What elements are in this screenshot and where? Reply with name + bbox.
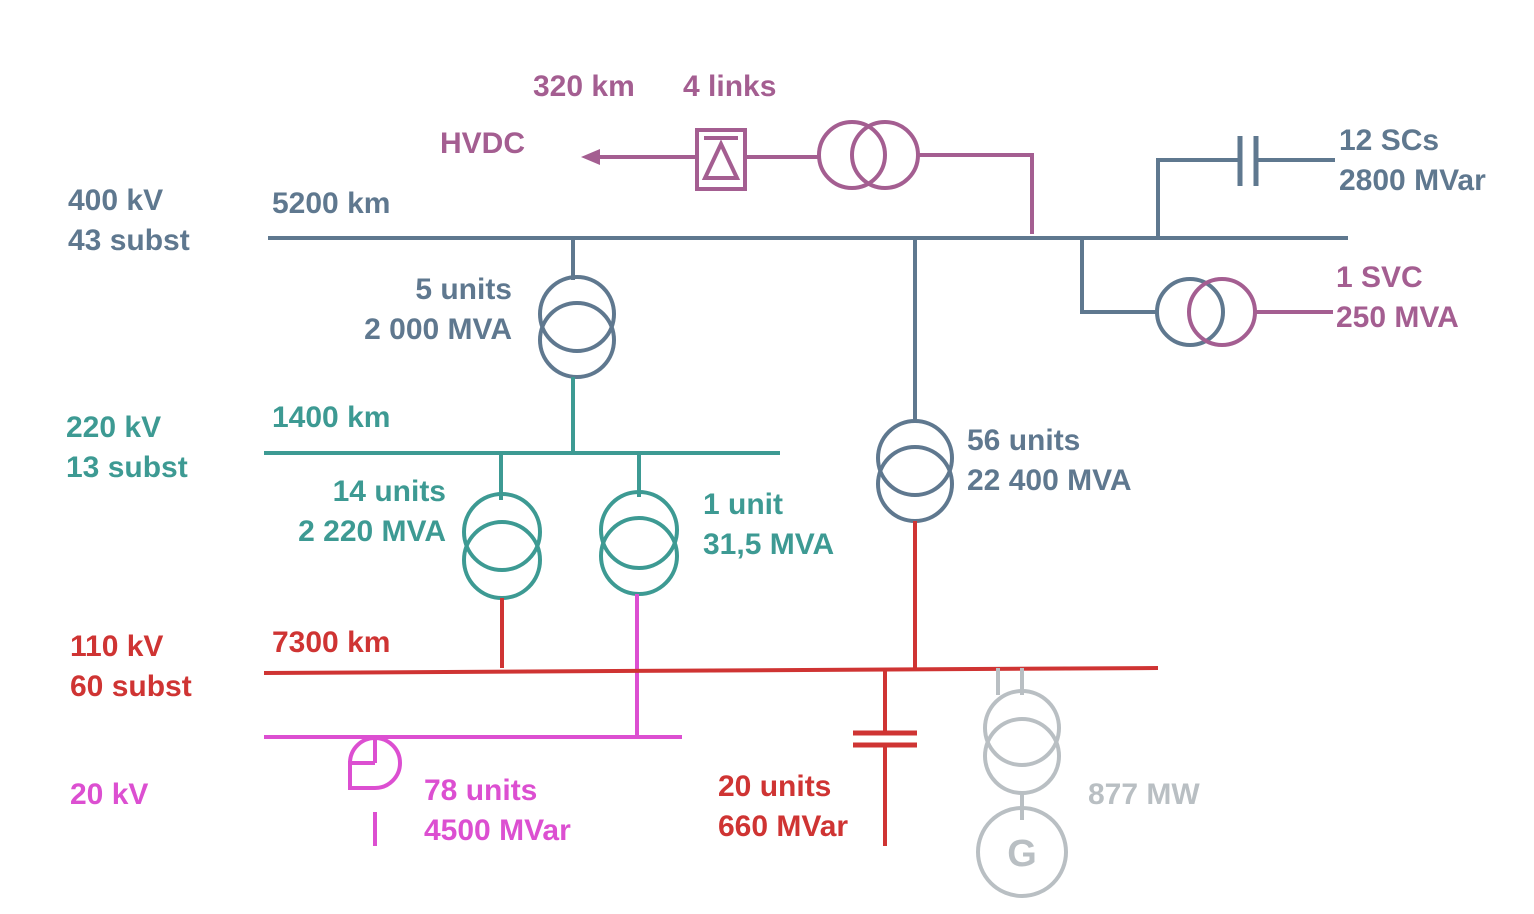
tap-400kv-to-svc — [1080, 238, 1158, 314]
transformer-icon-generator-part — [983, 689, 1061, 767]
transformer-icon-hvdc-part — [817, 120, 887, 190]
tx-400-220-label: 5 units 2 000 MVA — [300, 270, 512, 350]
series-capacitors-rating: 2800 MVar — [1339, 164, 1486, 197]
tx-220-110-count: 14 units — [332, 475, 446, 508]
transformer-icon-220-110-part — [462, 492, 542, 572]
substations-400kv: 43 subst — [68, 224, 190, 257]
reactor-icon — [348, 736, 402, 790]
reactors-label: 78 units 4500 MVar — [424, 771, 571, 851]
generator-icon — [976, 806, 1068, 898]
converter-icon — [695, 128, 747, 191]
transformer-icon-220-20 — [599, 490, 679, 596]
svc-rating: 250 MVA — [1336, 301, 1459, 334]
length-110kv: 7300 km — [272, 626, 391, 659]
busbar-220kv-group — [264, 451, 780, 600]
transformer-icon-svc-part — [1155, 277, 1225, 347]
reactors-rating: 4500 MVar — [424, 814, 571, 847]
substations-110kv: 60 subst — [70, 670, 192, 703]
svc-label: 1 SVC 250 MVA — [1336, 258, 1459, 338]
reactors-count: 78 units — [424, 774, 538, 807]
transformer-icon-220-20-part — [599, 490, 679, 570]
hvdc-length: 320 km — [533, 70, 635, 103]
tx-220-110-label: 14 units 2 220 MVA — [246, 472, 446, 552]
transformer-icon-svc — [1155, 277, 1333, 347]
transformer-icon-400-110-part — [876, 419, 954, 497]
reactor-icon-part — [348, 736, 402, 790]
converter-icon-part — [701, 139, 741, 180]
hvdc-links: 4 links — [683, 70, 777, 103]
tx-220-20-rating: 31,5 MVA — [703, 528, 835, 561]
tx-400-220-rating: 2 000 MVA — [364, 313, 512, 346]
busbar-110kv-group — [263, 666, 1159, 846]
capacitor-icon-shunt — [853, 730, 917, 748]
voltage-20kv: 20 kV — [70, 778, 149, 811]
tx-220-110-rating: 2 220 MVA — [298, 515, 446, 548]
transformer-icon-400-110 — [876, 419, 954, 668]
capacitors-rating: 660 MVar — [718, 810, 849, 843]
tx-400-110-count: 56 units — [967, 424, 1081, 457]
hvdc-label: HVDC — [440, 127, 526, 160]
hvdc-branch-group — [581, 120, 1034, 234]
voltage-110kv: 110 kV — [70, 630, 164, 663]
transformer-icon-220-110 — [462, 492, 542, 600]
series-capacitors-count: 12 SCs — [1339, 124, 1440, 157]
generator-symbol: G — [1007, 833, 1037, 875]
label-110kv: 110 kV 60 subst — [70, 627, 192, 707]
tap-400kv-to-series-capacitor — [1156, 158, 1238, 238]
tx-220-20-label: 1 unit 31,5 MVA — [703, 485, 834, 565]
capacitors-count: 20 units — [718, 770, 832, 803]
label-400kv: 400 kV 43 subst — [68, 181, 190, 261]
tx-400-110-rating: 22 400 MVA — [967, 464, 1132, 497]
converter-icon-part — [695, 128, 747, 191]
tx-400-110-label: 56 units 22 400 MVA — [967, 421, 1132, 501]
arrow-icon — [581, 149, 600, 165]
label-220kv: 220 kV 13 subst — [66, 408, 188, 488]
generation-output: 877 MW — [1088, 778, 1200, 811]
transformer-icon-400-220 — [538, 275, 616, 455]
generation-group: G — [976, 668, 1068, 898]
voltage-220kv: 220 kV — [66, 411, 162, 444]
busbar-110kv — [263, 666, 1159, 675]
length-400kv: 5200 km — [272, 187, 391, 220]
transformer-icon-400-220-part — [538, 301, 616, 379]
tx-400-220-count: 5 units — [415, 273, 512, 306]
transformer-icon-400-220-part — [538, 275, 616, 353]
transformer-icon-generator — [983, 689, 1061, 795]
transformer-icon-hvdc-part — [850, 120, 920, 190]
capacitors-label: 20 units 660 MVar — [718, 767, 848, 847]
transformer-icon-hvdc — [817, 120, 920, 190]
voltage-400kv: 400 kV — [68, 184, 164, 217]
busbar-20kv-group — [264, 735, 682, 846]
svc-count: 1 SVC — [1336, 261, 1423, 294]
hvdc-tap-line — [917, 153, 1034, 234]
length-220kv: 1400 km — [272, 401, 391, 434]
series-capacitors-label: 12 SCs 2800 MVar — [1339, 121, 1486, 201]
capacitor-icon-series — [1237, 136, 1259, 186]
substations-220kv: 13 subst — [66, 451, 188, 484]
busbar-400kv-group — [268, 158, 1348, 423]
tx-220-20-count: 1 unit — [703, 488, 783, 521]
